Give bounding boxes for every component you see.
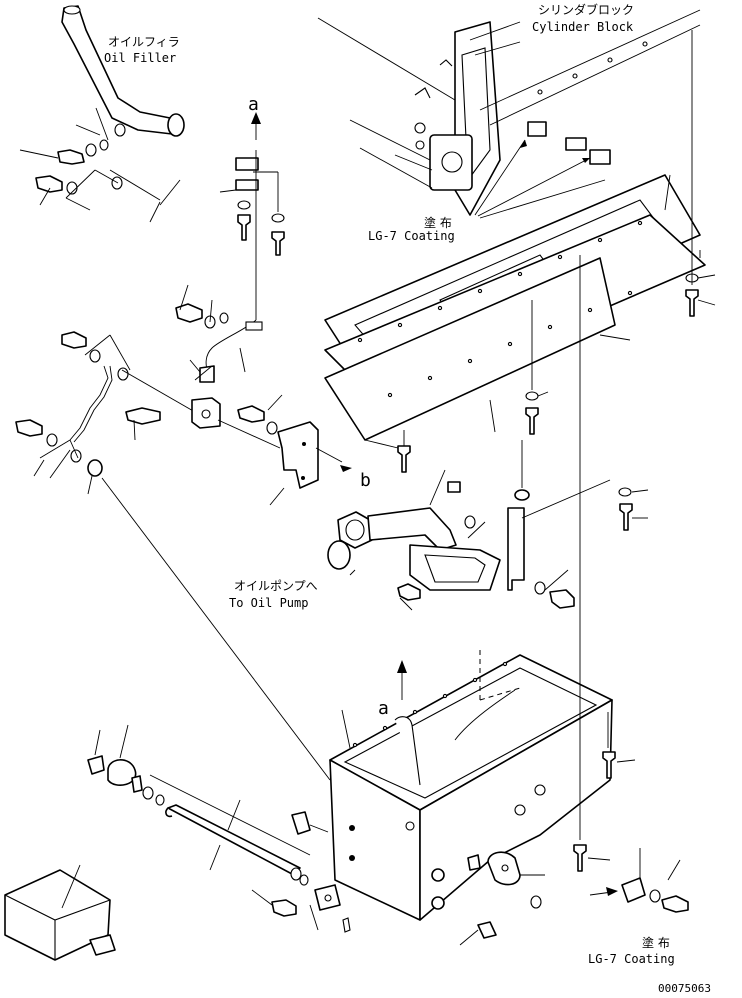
ref-a-top: a <box>248 94 259 115</box>
leader-lines <box>33 174 701 931</box>
coating-top-label-en: LG-7 Coating <box>368 229 455 243</box>
oil-filler-label-en: Oil Filler <box>104 51 176 65</box>
coating-bracket-lower-right <box>589 848 689 913</box>
cylinder-block-label-en: Cylinder Block <box>532 20 634 34</box>
coating-blocks <box>474 121 611 219</box>
to-oil-pump-label-jp: オイルポンプへ <box>234 579 318 593</box>
lower-bolt-group <box>271 884 351 933</box>
fitting-block <box>125 397 352 489</box>
cylinder-block-label-jp: シリンダブロック <box>538 2 634 17</box>
ref-b: b <box>360 470 371 491</box>
coating-bottom-label-jp: 塗 布 <box>642 935 670 950</box>
oil-filler-label-jp: オイルフィラ <box>108 35 180 49</box>
sensor-cable <box>175 303 263 383</box>
strainer-fasteners <box>397 440 649 609</box>
oil-pan <box>329 650 613 921</box>
heater-assembly <box>87 724 311 886</box>
heater-body <box>4 864 116 961</box>
coating-bottom-label-en: LG-7 Coating <box>588 952 675 966</box>
gasket-bolts-mid <box>364 300 549 473</box>
reference-arrow-a-pan <box>397 660 407 700</box>
ref-a-pan: a <box>378 698 389 719</box>
bolt-group-upper-left <box>19 107 161 211</box>
gasket-holes <box>357 220 643 398</box>
to-oil-pump-label-en: To Oil Pump <box>229 596 308 610</box>
coating-top-label-jp: 塗 布 <box>424 215 452 230</box>
gasket-plate-bottom <box>324 257 616 441</box>
oil-filler <box>61 5 185 137</box>
oil-pan-bolts-right <box>573 255 636 872</box>
cylinder-block <box>317 9 701 216</box>
tube-assembly-left <box>15 331 331 781</box>
reference-arrow-a-top <box>251 112 261 140</box>
gasket-bolts-right <box>685 30 716 317</box>
pipe-bracket <box>459 851 545 946</box>
dipstick-gauge <box>219 150 285 320</box>
oil-strainer-tube <box>327 507 501 591</box>
plug-pan-left <box>291 811 329 835</box>
drawing-number: 00075063 <box>658 982 711 995</box>
